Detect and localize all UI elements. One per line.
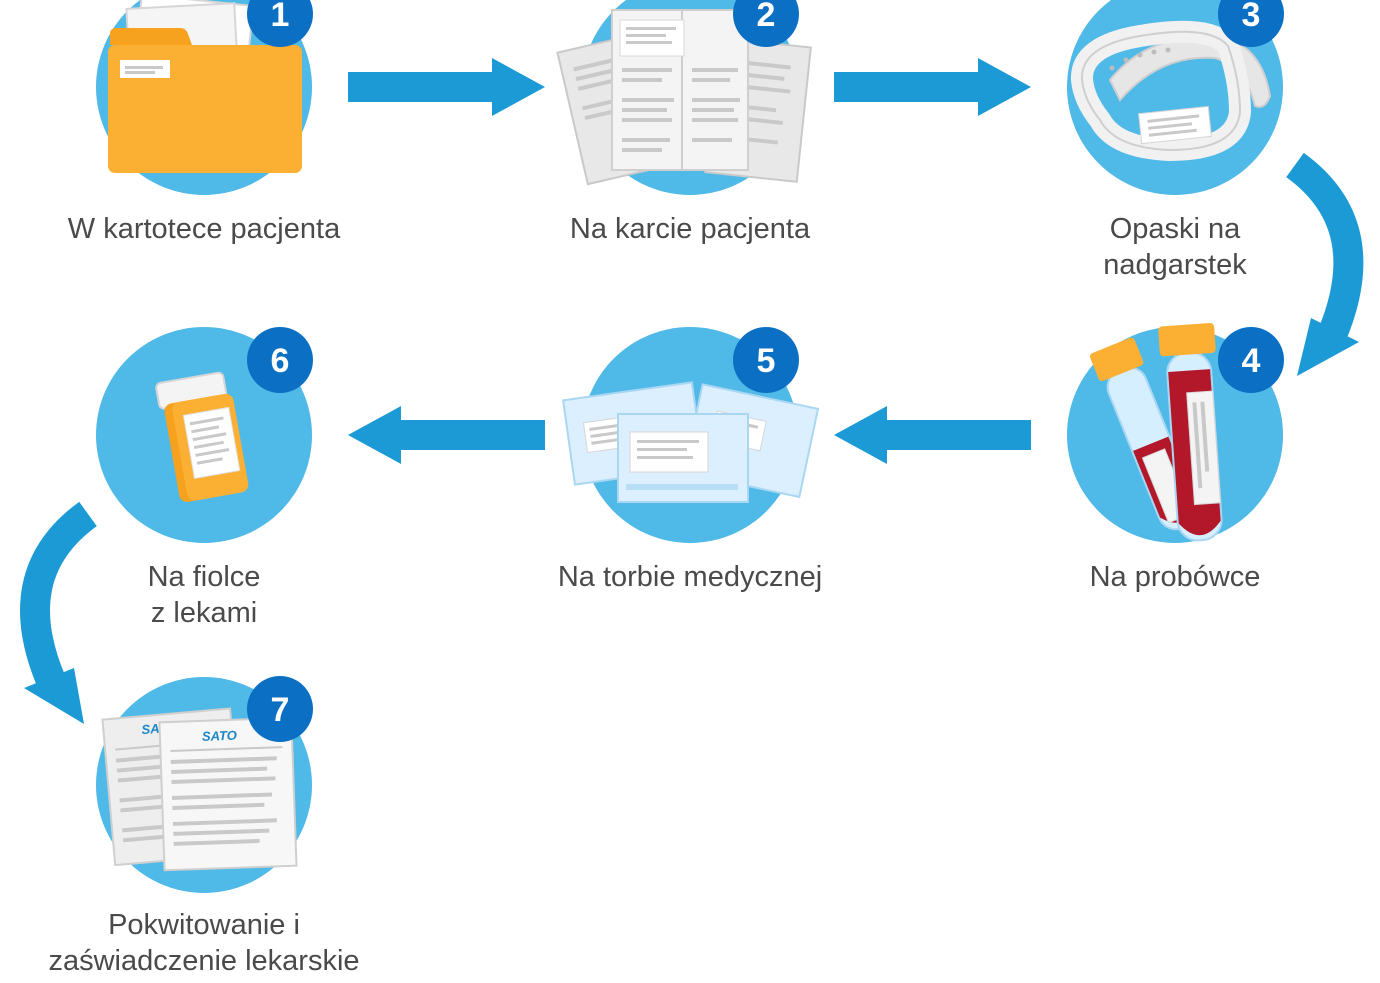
step-4-number-badge: 4 [1218, 327, 1284, 393]
medical-bag-icon [562, 381, 820, 503]
connector-arrows [20, 58, 1364, 724]
step-1-number-badge: 1 [247, 0, 313, 47]
step-2: 2 [556, 0, 812, 195]
step-7: SATO SATO [96, 676, 313, 893]
pill-bottle-icon [155, 371, 249, 502]
folder-icon [108, 0, 302, 173]
step-7-label: Pokwitowanie i zaświadczenie lekarskie [48, 909, 360, 977]
step-4-label: Na probówce [1089, 561, 1261, 593]
step-5: 5 [562, 327, 820, 543]
step-4: 4 [1067, 323, 1284, 543]
logo-text-front: SATO [202, 728, 237, 744]
arrow-step5-to-step6 [348, 406, 545, 464]
step-1: 1 [96, 0, 313, 195]
step-5-number-badge: 5 [733, 327, 799, 393]
step-2-number-badge: 2 [733, 0, 799, 47]
test-tube-icon [1089, 323, 1223, 542]
svg-text:5: 5 [757, 342, 776, 380]
arrow-step3-to-step4 [1285, 152, 1364, 376]
step-1-label: W kartotece pacjenta [67, 213, 341, 245]
svg-text:1: 1 [271, 0, 290, 34]
arrow-step6-to-step7 [20, 501, 98, 724]
receipt-document-icon: SATO SATO [101, 707, 298, 872]
wristband-icon [1071, 20, 1272, 162]
step-3: 3 [1067, 0, 1284, 195]
step-5-label: Na torbie medycznej [557, 561, 823, 593]
svg-text:4: 4 [1242, 342, 1261, 380]
step-6-number-badge: 6 [247, 327, 313, 393]
svg-text:3: 3 [1242, 0, 1261, 34]
step-3-label: Opaski na nadgarstek [1103, 213, 1247, 281]
patient-chart-icon [556, 9, 812, 186]
arrow-step1-to-step2 [348, 58, 545, 116]
arrow-step2-to-step3 [834, 58, 1031, 116]
svg-text:2: 2 [757, 0, 776, 34]
svg-text:6: 6 [271, 342, 290, 380]
step-6: 6 [96, 327, 313, 543]
step-3-number-badge: 3 [1218, 0, 1284, 47]
step-6-label: Na fiolce z lekami [147, 561, 261, 629]
step-7-number-badge: 7 [247, 676, 313, 742]
step-2-label: Na karcie pacjenta [569, 213, 811, 245]
arrow-step4-to-step5 [834, 406, 1031, 464]
svg-text:7: 7 [271, 691, 290, 729]
